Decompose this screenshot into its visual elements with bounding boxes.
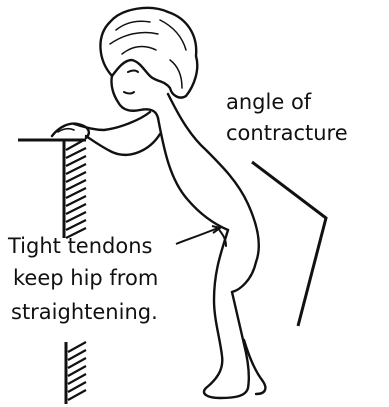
child-figure	[52, 8, 265, 398]
arm-lower	[86, 134, 160, 155]
back	[168, 94, 259, 262]
tendon-label-line3: straightening.	[11, 300, 158, 325]
hand	[52, 124, 89, 138]
front-leg	[204, 230, 249, 398]
buttock	[232, 262, 256, 292]
tendon-label-line1: Tight tendons	[8, 234, 152, 259]
contracture-angle-line	[252, 162, 326, 326]
tendon-pointer	[176, 228, 218, 244]
angle-label-line1: angle of	[226, 90, 311, 115]
tendon-label-line2: keep hip from	[13, 266, 158, 291]
angle-label-line2: contracture	[226, 121, 348, 146]
